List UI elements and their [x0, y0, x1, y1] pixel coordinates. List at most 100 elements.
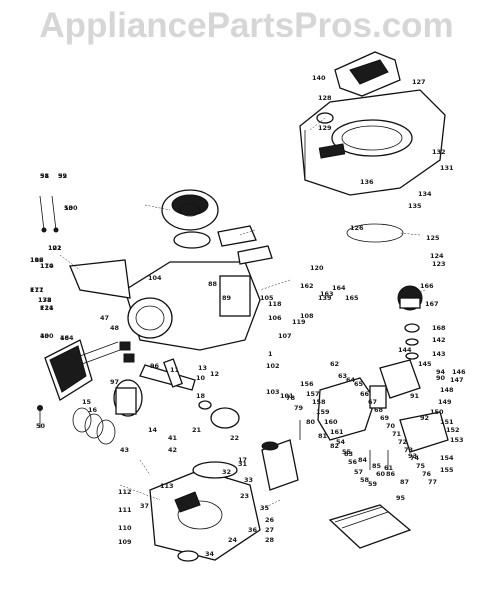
part-number-label: 99 — [58, 172, 68, 180]
part-number-label: 105 — [260, 294, 274, 302]
part-number-label: 42 — [168, 446, 177, 454]
part-number-label: 75 — [416, 462, 426, 470]
air-filter-element — [397, 285, 423, 311]
part-number-label: 184 — [60, 334, 74, 342]
valve-springs — [119, 341, 135, 363]
part-number-label: 22 — [230, 434, 239, 442]
part-number-label: 28 — [265, 536, 275, 544]
part-number-label: 109 — [118, 538, 132, 546]
part-number-label: 121 — [40, 304, 54, 312]
part-number-label: 10 — [196, 374, 206, 382]
part-number-label: 126 — [350, 224, 364, 232]
part-number-label: 147 — [450, 376, 464, 384]
part-number-label: 102 — [266, 362, 280, 370]
part-number-label: 73 — [404, 446, 413, 454]
part-number-label: 135 — [408, 202, 422, 210]
part-number-label: 93 — [408, 452, 417, 460]
part-number-label: 138 — [38, 296, 52, 304]
part-number-label: 32 — [222, 468, 231, 476]
part-number-label: 82 — [330, 442, 339, 450]
governor-gear — [198, 400, 212, 410]
part-number-label: 54 — [336, 438, 346, 446]
part-number-label: 86 — [386, 470, 396, 478]
watermark-text: AppliancePartsPros.com — [39, 6, 454, 45]
part-number-label: 172 — [38, 296, 52, 304]
flywheel — [161, 189, 219, 231]
carb-body — [379, 359, 421, 399]
part-number-label: 34 — [205, 550, 215, 558]
part-number-label: 84 — [358, 456, 368, 464]
part-number-label: 129 — [318, 124, 332, 132]
part-number-label: 11 — [170, 366, 180, 374]
part-number-label: 70 — [386, 422, 396, 430]
part-number-label: 120 — [310, 264, 324, 272]
part-number-label: 159 — [316, 408, 330, 416]
part-number-label: F17 — [30, 286, 44, 294]
part-number-label: 153 — [450, 436, 464, 444]
cylinder-head — [44, 339, 93, 401]
part-number-label: 60 — [376, 470, 386, 478]
part-number-label: 148 — [440, 386, 454, 394]
part-number-label: 132 — [432, 148, 446, 156]
part-number-label: 168 — [432, 324, 446, 332]
part-number-label: 27 — [265, 526, 274, 534]
part-number-label: 155 — [440, 466, 454, 474]
part-number-label: 83 — [344, 450, 353, 458]
part-number-label: 79 — [294, 404, 304, 412]
part-number-label: 62 — [330, 360, 339, 368]
part-number-label: 35 — [260, 504, 270, 512]
part-number-label: 100 — [64, 204, 78, 212]
part-number-label: 167 — [425, 300, 439, 308]
part-number-label: 63 — [338, 372, 347, 380]
part-number-label: 55 — [342, 448, 352, 456]
part-number-label: 151 — [440, 418, 454, 426]
part-number-label: 127 — [412, 78, 426, 86]
part-number-label: 149 — [438, 398, 452, 406]
part-number-label: 50 — [36, 422, 46, 430]
part-number-label: 124 — [430, 252, 444, 260]
part-number-label: 77 — [428, 478, 437, 486]
part-number-label: 43 — [120, 446, 129, 454]
connecting-rod — [163, 358, 183, 388]
part-number-label: 116 — [30, 256, 44, 264]
part-number-label: 134 — [418, 190, 432, 198]
leader-lines — [59, 117, 426, 511]
part-number-label: 72 — [398, 438, 407, 446]
filter-washer-a — [404, 323, 420, 333]
part-number-label: 61 — [384, 464, 394, 472]
part-number-label: 119 — [292, 318, 306, 326]
part-number-label: 68 — [374, 406, 384, 414]
filter-washer-c — [405, 352, 419, 360]
part-number-label: 156 — [300, 380, 314, 388]
part-number-label: 97 — [110, 378, 119, 386]
part-number-label: 110 — [118, 524, 132, 532]
part-number-label: 81 — [318, 432, 328, 440]
ignition-module — [217, 225, 257, 247]
part-number-label: 31 — [238, 460, 248, 468]
cover-gasket — [192, 461, 238, 479]
part-number-label: 91 — [410, 392, 420, 400]
part-number-label: 160 — [324, 418, 338, 426]
part-number-label: 21 — [192, 426, 202, 434]
part-number-label: 46 — [60, 334, 70, 342]
part-number-label: 143 — [432, 350, 446, 358]
part-number-label: 154 — [440, 454, 454, 462]
part-number-label: 170 — [40, 262, 54, 270]
part-number-label: 162 — [300, 282, 314, 290]
part-number-label: 71 — [392, 430, 402, 438]
part-number-label: 164 — [332, 284, 346, 292]
part-number-label: 128 — [318, 94, 332, 102]
part-number-label: 18 — [196, 392, 206, 400]
engine-block — [124, 261, 261, 351]
muffler — [261, 439, 299, 491]
part-number-label: 157 — [306, 390, 320, 398]
part-number-label: 96 — [150, 362, 160, 370]
part-number-label: 12 — [210, 370, 219, 378]
part-number-label: 142 — [432, 336, 446, 344]
part-number-label: 104 — [148, 274, 162, 282]
part-number-label: 17 — [238, 456, 247, 464]
part-number-label: 145 — [418, 360, 432, 368]
part-number-label: 111 — [118, 506, 132, 514]
